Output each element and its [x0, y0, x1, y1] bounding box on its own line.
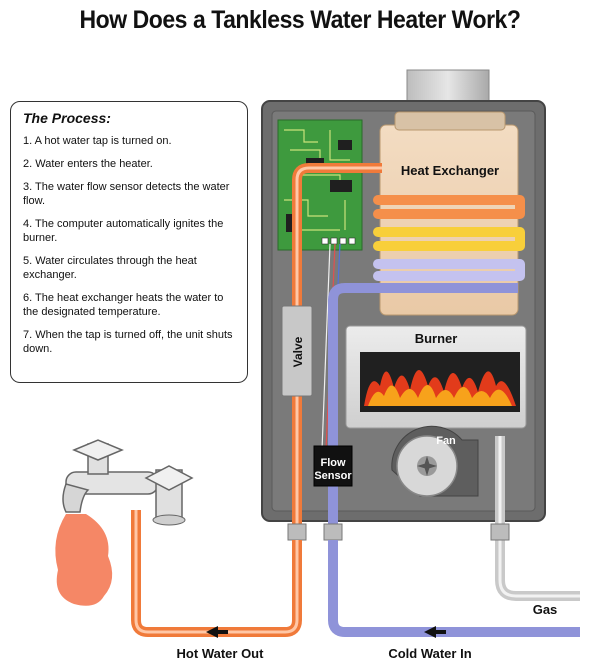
process-step: 3. The water flow sensor detects the wat…: [23, 181, 230, 207]
process-box: The Process: 1. A hot water tap is turne…: [10, 101, 248, 383]
hot-water-pipe: [131, 510, 302, 637]
heat-exchanger-top: [394, 111, 506, 131]
cold-water-pipe: [328, 540, 580, 637]
flow-sensor-label: Sensor: [314, 470, 352, 482]
burner-flames: [364, 369, 516, 406]
pipe-fitting: [323, 523, 343, 541]
burner-label: Burner: [415, 331, 458, 346]
diagram-title: How Does a Tankless Water Heater Work?: [79, 6, 521, 34]
process-step: 4. The computer automatically ignites th…: [23, 218, 224, 244]
process-step: 2. Water enters the heater.: [23, 158, 153, 170]
valve-label: Valve: [291, 336, 305, 367]
process-step: 6. The heat exchanger heats the water to…: [23, 292, 224, 318]
pipe-fitting: [490, 523, 510, 541]
flow-arrow-icon: [424, 626, 446, 638]
flow-sensor-label: Flow: [320, 457, 345, 469]
pipe-fitting: [287, 523, 307, 541]
valve: [281, 305, 313, 397]
fan: [391, 425, 479, 497]
sensor-wire: [321, 243, 331, 451]
exchanger-coils: [373, 195, 525, 281]
process-step: 1. A hot water tap is turned on.: [23, 135, 172, 147]
process-steps: 1. A hot water tap is turned on. 2. Wate…: [23, 134, 237, 356]
gas-label: Gas: [533, 602, 558, 617]
flow-sensor: [313, 445, 353, 487]
hot-water-stream: [55, 514, 113, 606]
process-step: 5. Water circulates through the heat exc…: [23, 255, 197, 281]
fan-label: Fan: [436, 435, 456, 447]
process-heading: The Process:: [23, 110, 111, 126]
process-step: 7. When the tap is turned off, the unit …: [23, 329, 233, 355]
cold-water-pipe-internal: [328, 283, 518, 540]
flow-arrow-icon: [206, 626, 228, 638]
hot-water-out-label: Hot Water Out: [177, 646, 265, 661]
board-connector: [321, 237, 356, 245]
heat-exchanger-label: Heat Exchanger: [401, 163, 499, 178]
cold-water-in-label: Cold Water In: [388, 646, 471, 661]
faucet-icon: [62, 439, 194, 526]
